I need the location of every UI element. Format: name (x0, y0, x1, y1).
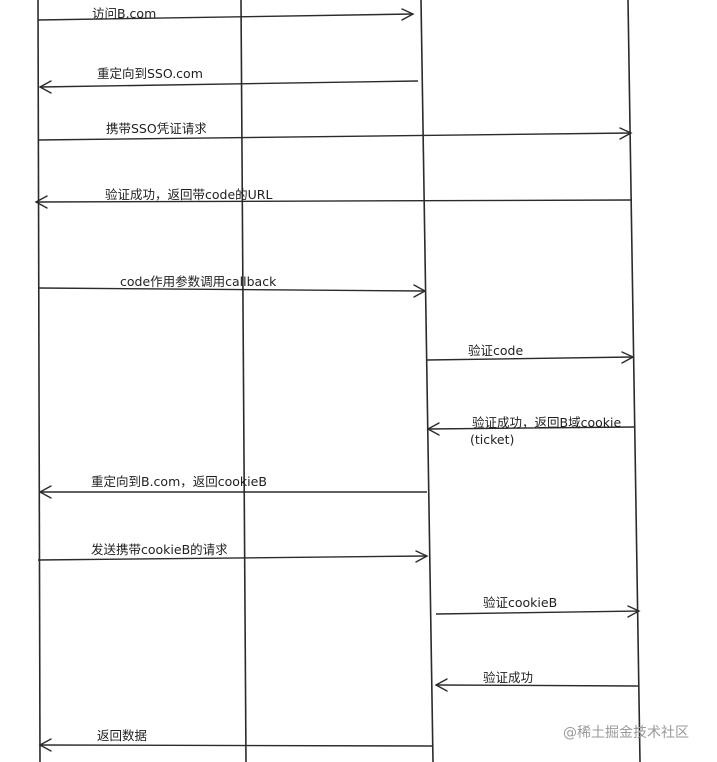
message-4: 验证成功，返回带code的URL (34, 187, 633, 209)
message-label: 验证code (468, 343, 523, 358)
message-1: 访问B.com (37, 6, 415, 21)
message-label: 验证成功，返回B域cookie (472, 415, 621, 430)
watermark-text: @稀土掘金技术社区 (563, 725, 689, 741)
lifeline-sso-server (627, 0, 641, 762)
message-label: 验证成功，返回带code的URL (105, 187, 272, 202)
arrowhead-left-icon (38, 485, 52, 499)
message-6: 验证code (426, 343, 635, 364)
arrowhead-right-icon (413, 284, 427, 298)
arrowhead-right-icon (627, 605, 641, 618)
message-5: code作用参数调用callback (38, 274, 427, 298)
arrowhead-right-icon (621, 351, 635, 364)
lifelines (37, 0, 641, 762)
message-label: 发送携带cookieB的请求 (91, 542, 228, 557)
message-12: 返回数据 (38, 728, 433, 752)
message-label: 携带SSO凭证请求 (106, 121, 207, 136)
message-label: 返回数据 (97, 728, 147, 743)
message-label: 访问B.com (92, 6, 156, 21)
message-11: 验证成功 (434, 670, 639, 692)
arrowhead-right-icon (415, 550, 429, 563)
message-3: 携带SSO凭证请求 (37, 121, 633, 141)
message-label: code作用参数调用callback (120, 274, 277, 289)
lifeline-b-server (420, 0, 434, 762)
message-label: 验证cookieB (483, 595, 557, 610)
arrowhead-left-icon (38, 80, 52, 94)
arrowhead-left-icon (434, 678, 448, 692)
message-label: 重定向到SSO.com (97, 66, 203, 81)
message-10: 验证cookieB (435, 595, 641, 618)
arrowhead-left-icon (34, 195, 48, 209)
message-2: 重定向到SSO.com (38, 66, 419, 94)
message-8: 重定向到B.com，返回cookieB (38, 474, 427, 499)
message-9: 发送携带cookieB的请求 (37, 542, 429, 563)
message-label: 重定向到B.com，返回cookieB (91, 474, 267, 489)
arrowhead-left-icon (38, 738, 52, 752)
message-label: 验证成功 (483, 670, 533, 685)
arrowhead-right-icon (619, 127, 633, 140)
message-7: 验证成功，返回B域cookie (ticket) (426, 415, 635, 447)
lifeline-client (37, 0, 41, 762)
arrowhead-right-icon (401, 8, 415, 21)
message-label-line2: (ticket) (470, 432, 514, 447)
arrowhead-left-icon (426, 422, 440, 436)
lifeline-divider (240, 0, 247, 762)
